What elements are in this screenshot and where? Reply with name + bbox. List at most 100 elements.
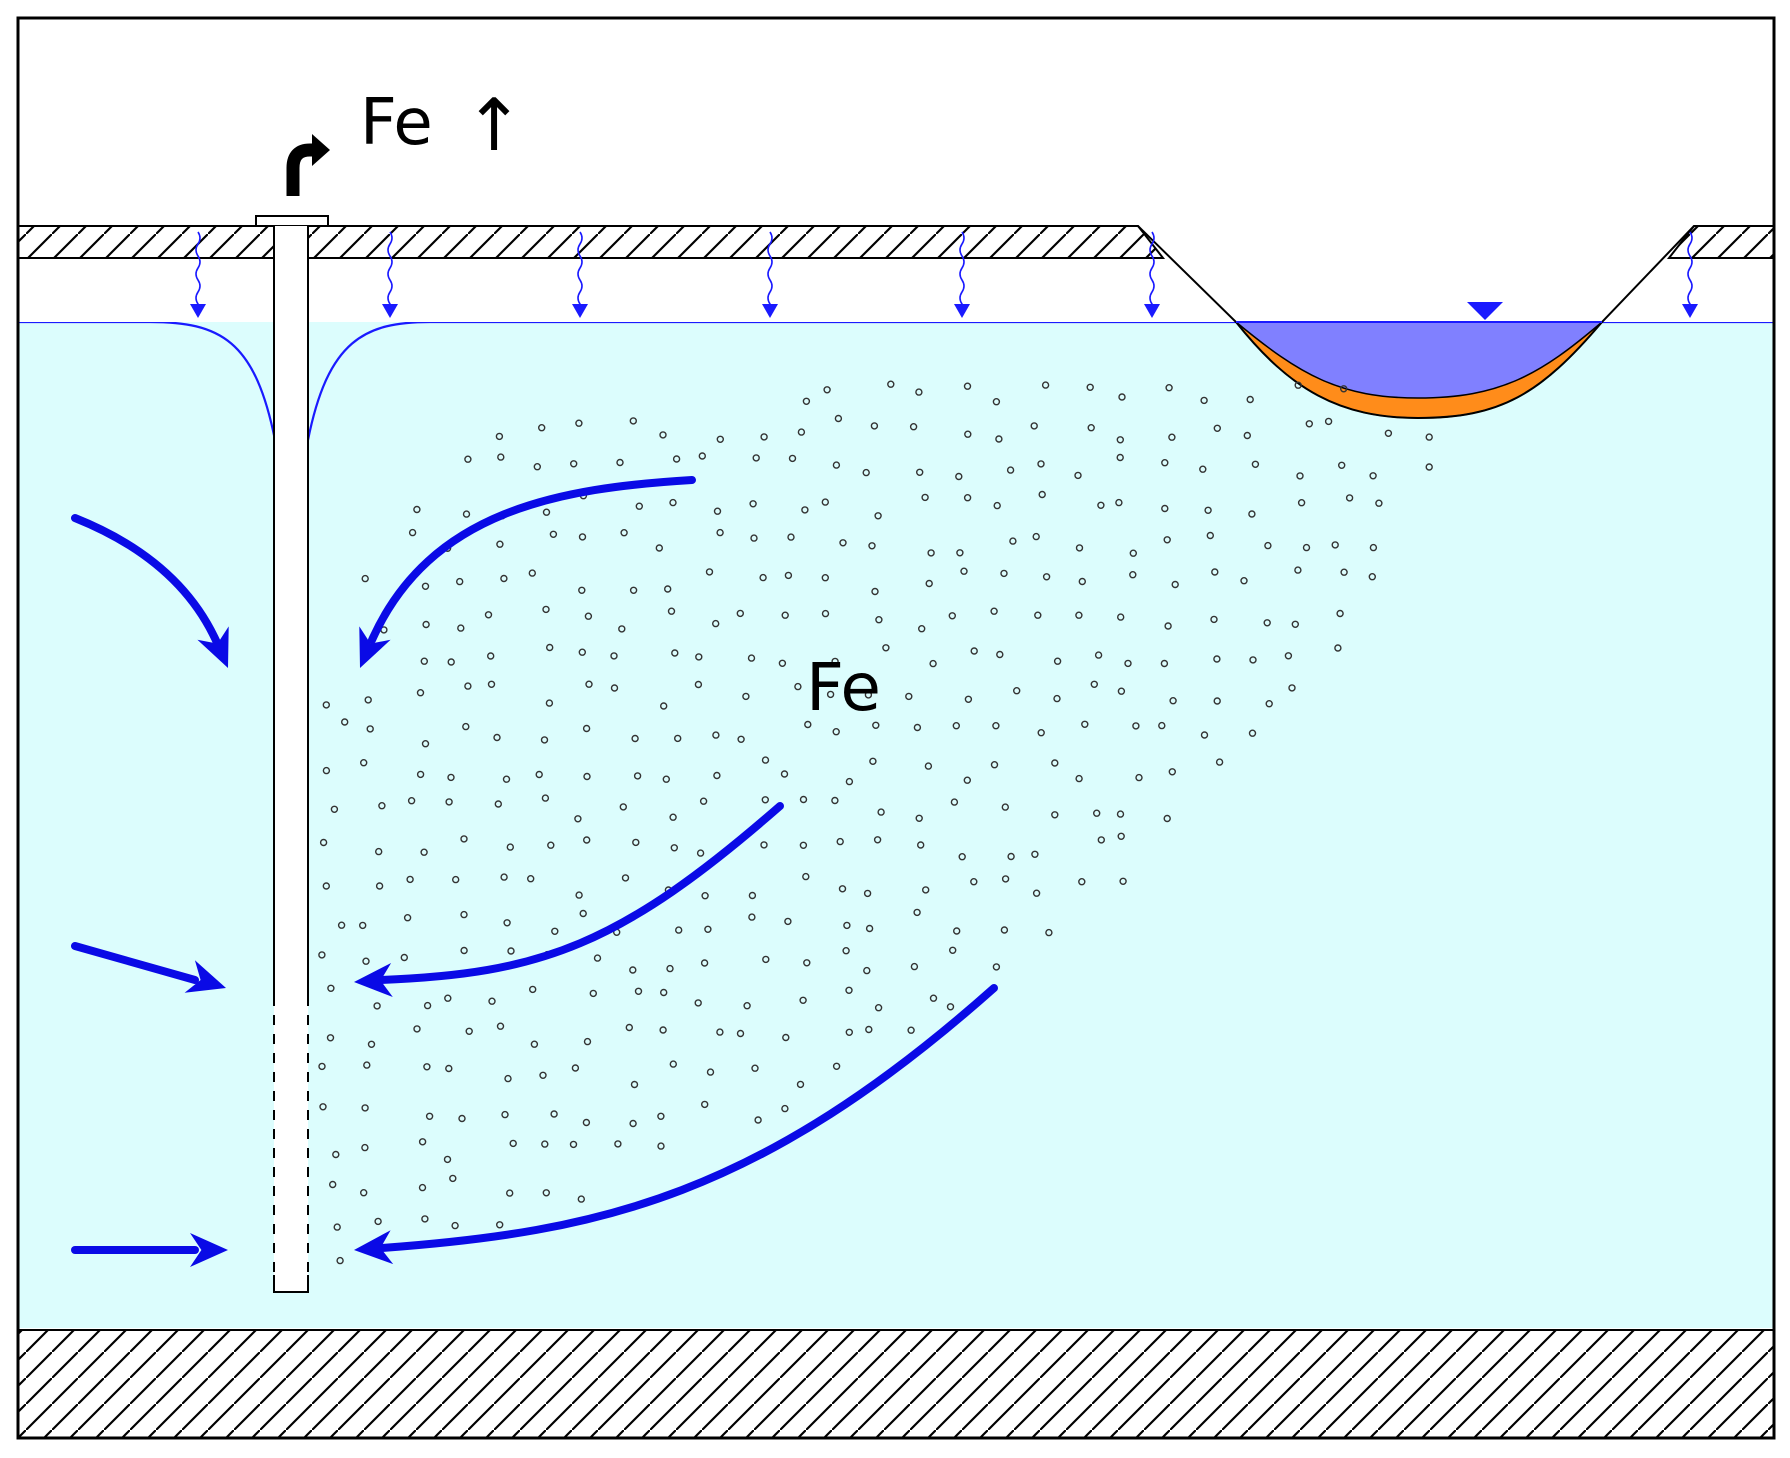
top-fe-label: Fe xyxy=(360,86,433,160)
flow-arrow-line xyxy=(71,514,222,649)
plume-dot xyxy=(1000,926,1009,934)
plume-dot xyxy=(363,1061,371,1069)
plume-dot xyxy=(420,848,428,856)
plume-dot xyxy=(660,702,668,710)
plume-dot xyxy=(925,579,933,588)
plume-dot xyxy=(845,1028,853,1037)
plume-dot xyxy=(1213,697,1221,705)
plume-dot xyxy=(874,512,882,520)
plume-dot xyxy=(547,841,555,849)
plume-dot xyxy=(423,1001,432,1010)
plume-dot xyxy=(1034,611,1042,619)
plume-dot xyxy=(784,917,792,926)
plume-dot xyxy=(493,733,501,742)
infiltration-arrow-head xyxy=(382,304,398,318)
plume-dot xyxy=(1297,499,1306,507)
plume-dot xyxy=(1369,472,1377,480)
plume-dot xyxy=(956,549,964,557)
wavy-arrow-icon xyxy=(195,231,201,308)
plume-dot xyxy=(1248,510,1256,518)
plume-dot xyxy=(992,963,1001,971)
plume-dot xyxy=(400,953,408,962)
plume-dot xyxy=(716,1028,724,1036)
plume-dot xyxy=(960,567,968,575)
plume-dot xyxy=(803,959,811,967)
stream-channel xyxy=(1136,226,1696,322)
plume-dot xyxy=(413,1025,421,1033)
plume-dot xyxy=(1204,506,1212,514)
plume-dot xyxy=(1288,684,1296,692)
plume-dot xyxy=(1038,490,1046,499)
plume-dot xyxy=(838,885,847,893)
plume-dot xyxy=(916,468,924,476)
plume-dot xyxy=(918,625,926,633)
plume-dot xyxy=(506,1189,514,1197)
plume-dot xyxy=(657,1112,665,1121)
plume-dot xyxy=(539,1071,547,1080)
plume-dot xyxy=(799,795,808,804)
plume-dot xyxy=(367,1040,376,1049)
plume-dot xyxy=(698,452,706,460)
wavy-arrow-icon xyxy=(387,231,393,308)
plume-dot xyxy=(423,1063,431,1071)
plume-dot xyxy=(782,1033,790,1042)
plume-dot xyxy=(868,542,876,550)
infiltration-arrow-head xyxy=(954,304,970,318)
plume-dot xyxy=(670,844,678,852)
plume-dot xyxy=(413,505,421,514)
plume-dot xyxy=(949,946,957,954)
plume-dot xyxy=(1053,657,1062,665)
plume-dot xyxy=(799,996,807,1004)
plume-dot xyxy=(826,690,835,699)
plume-dot xyxy=(582,724,591,733)
plume-dot xyxy=(406,875,414,884)
plume-dot xyxy=(629,417,637,425)
plume-dot xyxy=(924,762,933,770)
plume-dot xyxy=(578,648,586,656)
plume-dot xyxy=(318,951,326,959)
plume-dot xyxy=(952,722,960,730)
plume-dot xyxy=(634,987,643,995)
plume-dot xyxy=(749,500,757,508)
plume-dot xyxy=(751,1064,759,1072)
plume-fe-label: Fe xyxy=(806,649,881,726)
plume-dot xyxy=(672,455,681,463)
plume-dot xyxy=(631,734,639,743)
plume-dot xyxy=(318,1062,326,1071)
flow-arrow-line xyxy=(378,984,998,1252)
plume-dot xyxy=(1117,832,1125,840)
frame-border xyxy=(16,16,1776,1440)
plume-dot xyxy=(778,659,787,667)
plume-dot xyxy=(832,728,840,736)
plume-dot xyxy=(375,882,384,890)
plume-dot xyxy=(1006,466,1015,474)
plume-dot xyxy=(1213,655,1221,663)
plume-dot xyxy=(420,657,428,665)
plume-dot xyxy=(1340,568,1348,576)
plume-dot xyxy=(629,586,638,594)
plume-dot xyxy=(1368,573,1377,581)
plume-dot xyxy=(921,493,929,502)
plume-dot xyxy=(946,1003,955,1011)
plume-dot xyxy=(699,797,708,805)
flow-arrow-head xyxy=(359,626,391,668)
plume-dot xyxy=(1051,811,1059,819)
plume-dot xyxy=(1215,758,1224,766)
flow-arrow-line xyxy=(71,942,199,984)
plume-dot xyxy=(701,892,709,900)
plume-dot xyxy=(551,927,559,935)
plume-dot xyxy=(1248,729,1257,737)
plume-dot xyxy=(759,573,767,582)
infiltration-arrow-head xyxy=(190,304,206,318)
plume-dot xyxy=(917,841,925,849)
bent-arrow-icon xyxy=(286,134,330,196)
plume-dot xyxy=(1243,431,1252,440)
plume-dot xyxy=(1000,569,1008,578)
plume-dot xyxy=(1210,615,1218,624)
plume-dot xyxy=(1294,381,1302,389)
plume-dot xyxy=(584,612,593,620)
infiltration-arrow-head xyxy=(762,304,778,318)
plume-dot xyxy=(794,682,802,691)
plume-dot xyxy=(922,886,930,894)
plume-dot xyxy=(754,1116,762,1124)
